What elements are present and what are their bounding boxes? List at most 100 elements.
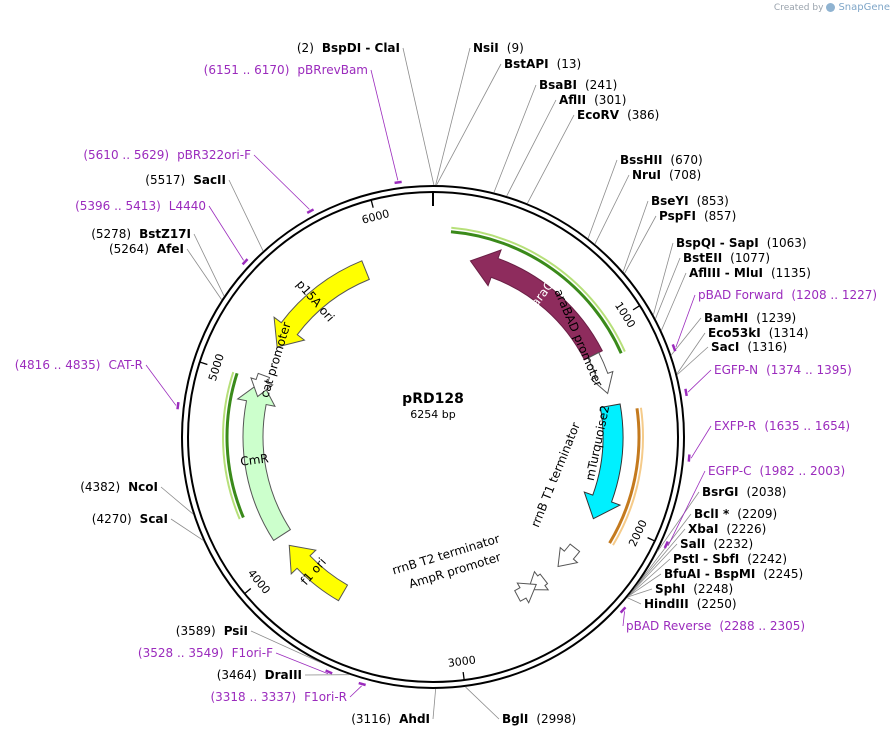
primer-name: EXFP-R: [714, 419, 756, 433]
site-label[interactable]: EcoRV(386): [577, 108, 659, 122]
site-label[interactable]: AflII(301): [559, 93, 626, 107]
svg-text:(3528 .. 3549)F1ori-F: (3528 .. 3549)F1ori-F: [138, 646, 273, 660]
site-position: (1316): [747, 340, 787, 354]
primer-name: CAT-R: [108, 358, 143, 372]
site-leader: [676, 346, 709, 376]
site-name: PstI - SbfI: [673, 552, 739, 566]
site-label[interactable]: (5278)BstZ17I: [91, 227, 191, 241]
site-position: (5517): [145, 173, 185, 187]
site-label[interactable]: (2)BspDI - ClaI: [297, 41, 400, 55]
site-label[interactable]: NruI(708): [632, 168, 701, 182]
site-label[interactable]: BfuAI - BspMI(2245): [664, 567, 803, 581]
site-label[interactable]: (5517)SacII: [145, 173, 226, 187]
primer-label[interactable]: EGFP-C(1982 .. 2003): [708, 464, 845, 478]
svg-text:(3116)AhdI: (3116)AhdI: [351, 712, 430, 726]
site-label[interactable]: SphI(2248): [655, 582, 733, 596]
primer-name: pBAD Forward: [698, 288, 783, 302]
primer-position: (6151 .. 6170): [204, 63, 290, 77]
site-name: BclI *: [694, 507, 730, 521]
site-label[interactable]: SalI(2232): [680, 537, 753, 551]
primer-label[interactable]: (5396 .. 5413)L4440: [75, 199, 206, 213]
site-leader: [628, 558, 671, 596]
primer-leader: [687, 369, 712, 393]
site-position: (3589): [176, 624, 216, 638]
site-label[interactable]: BseYI(853): [651, 194, 729, 208]
site-label[interactable]: AflIII - MluI(1135): [689, 266, 811, 280]
site-leader: [627, 588, 653, 598]
svg-text:SphI(2248): SphI(2248): [655, 582, 733, 596]
site-label[interactable]: BsaBI(241): [539, 78, 617, 92]
site-label[interactable]: NsiI(9): [473, 41, 524, 55]
primer-label[interactable]: pBAD Forward(1208 .. 1227): [698, 288, 877, 302]
site-position: (1063): [767, 236, 807, 250]
primer-position: (5610 .. 5629): [83, 148, 169, 162]
backbone-outer-ring: [181, 185, 685, 689]
primer-label[interactable]: (3528 .. 3549)F1ori-F: [138, 646, 273, 660]
site-label[interactable]: (5264)AfeI: [109, 242, 184, 256]
feature-label-araBAD-promoter: araBAD promoter: [552, 287, 606, 389]
svg-text:(3464)DraIII: (3464)DraIII: [217, 668, 302, 682]
site-label[interactable]: PstI - SbfI(2242): [673, 552, 787, 566]
site-position: (386): [627, 108, 659, 122]
primer-label[interactable]: pBAD Reverse(2288 .. 2305): [626, 619, 805, 633]
site-label[interactable]: (3116)AhdI: [351, 712, 430, 726]
site-position: (2245): [763, 567, 803, 581]
site-label[interactable]: (4382)NcoI: [80, 480, 158, 494]
tick-mark: [244, 588, 252, 595]
svg-text:BamHI(1239): BamHI(1239): [704, 311, 796, 325]
site-label[interactable]: SacI (1316): [711, 340, 787, 354]
site-name: NcoI: [128, 480, 158, 494]
site-label[interactable]: BglI(2998): [502, 712, 576, 726]
site-label[interactable]: BstEII(1077): [683, 251, 770, 265]
site-position: (3464): [217, 668, 257, 682]
site-label[interactable]: BstAPI(13): [504, 57, 581, 71]
site-position: (853): [697, 194, 729, 208]
site-label[interactable]: BclI * (2209): [694, 507, 777, 521]
site-name: SacI: [711, 340, 739, 354]
site-label[interactable]: (4270)ScaI: [92, 512, 168, 526]
site-leader: [657, 491, 700, 552]
site-label[interactable]: BsrGI(2038): [702, 485, 786, 499]
site-label[interactable]: Eco53kI(1314): [708, 326, 809, 340]
site-name: Eco53kI: [708, 326, 761, 340]
plasmid-name: pRD128: [402, 391, 464, 407]
primer-label[interactable]: EGFP-N(1374 .. 1395): [714, 363, 852, 377]
primer-label[interactable]: (4816 .. 4835)CAT-R: [15, 358, 143, 372]
site-label[interactable]: HindIII(2250): [644, 597, 737, 611]
site-position: (857): [704, 209, 736, 223]
orf-CmR-arc-outline: [222, 371, 241, 520]
tick-mark: [199, 361, 208, 366]
primer-position: (1374 .. 1395): [766, 363, 852, 377]
feature-label-rrnB-T1-terminator: rrnB T1 terminator: [528, 420, 583, 529]
site-label[interactable]: BamHI(1239): [704, 311, 796, 325]
site-name: AhdI: [399, 712, 430, 726]
site-name: AfeI: [157, 242, 184, 256]
site-leader: [630, 543, 678, 594]
primer-marker: [671, 344, 677, 352]
site-leader: [661, 272, 687, 331]
site-label[interactable]: (3464)DraIII: [217, 668, 302, 682]
site-label[interactable]: XbaI(2226): [688, 522, 766, 536]
svg-text:(4270)ScaI: (4270)ScaI: [92, 512, 168, 526]
feature-mTurquoise2: [583, 403, 624, 520]
primer-label[interactable]: (6151 .. 6170)pBRrevBam: [204, 63, 368, 77]
primer-name: pBR322ori-F: [177, 148, 251, 162]
site-label[interactable]: (3589)PsiI: [176, 624, 248, 638]
label-layer: (2)BspDI - ClaI NsiI(9) BstAPI(13) BsaBI(24…: [15, 41, 877, 726]
primer-label[interactable]: EXFP-R(1635 .. 1654): [714, 419, 850, 433]
site-leader: [402, 47, 435, 186]
svg-text:(5278)BstZ17I: (5278)BstZ17I: [91, 227, 191, 241]
primer-label[interactable]: (5610 .. 5629) pBR322ori-F: [83, 148, 251, 162]
primer-label[interactable]: (3318 .. 3337)F1ori-R: [210, 690, 347, 704]
primer-marker: [394, 180, 402, 185]
site-position: (1239): [756, 311, 796, 325]
orf-araC-arc: [450, 230, 623, 354]
orf-araC-arc-outline: [451, 226, 626, 352]
site-name: BstZ17I: [139, 227, 191, 241]
svg-text:EGFP-N(1374 .. 1395): EGFP-N(1374 .. 1395): [714, 363, 852, 377]
svg-text:(3589)PsiI: (3589)PsiI: [176, 624, 248, 638]
site-position: (2209): [737, 507, 777, 521]
site-label[interactable]: BssHII(670): [620, 153, 703, 167]
site-label[interactable]: BspQI - SapI(1063): [676, 236, 807, 250]
site-label[interactable]: PspFI(857): [659, 209, 736, 223]
